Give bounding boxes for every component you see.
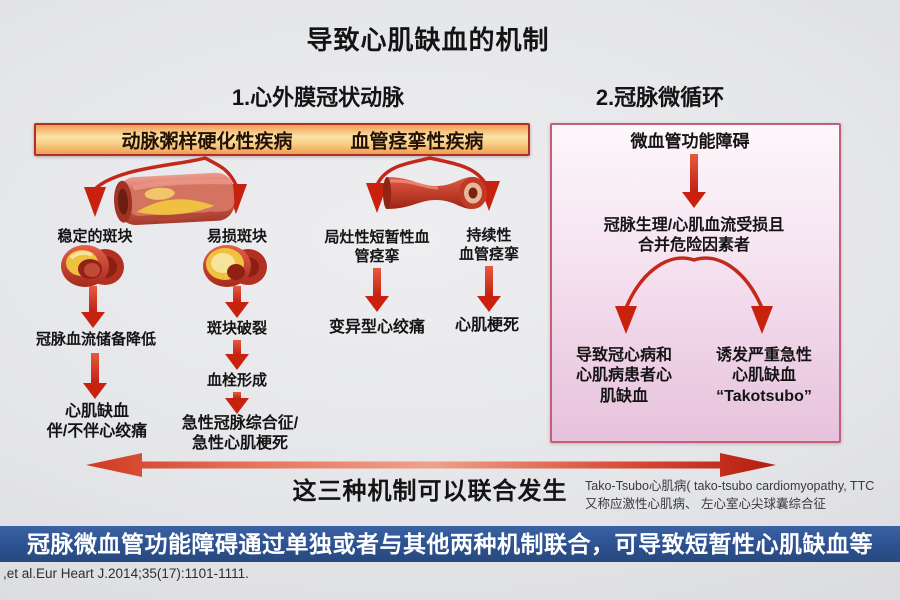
- down-arrow-icon: [364, 268, 390, 312]
- impaired-flow-label: 冠脉生理/心肌血流受损且 合并危险因素者: [603, 217, 785, 255]
- down-arrow-icon: [82, 353, 108, 399]
- down-arrow-icon: [80, 286, 106, 328]
- takotsubo-note: Tako-Tsubo心肌病( tako-tsubo cardiomyopathy…: [585, 479, 875, 512]
- persistent-spasm-label: 持续性 血管痉挛: [458, 227, 520, 264]
- acs-outcome-label: 急性冠脉综合征/ 急性心肌梗死: [181, 415, 299, 453]
- plaque-rupture-label: 斑块破裂: [206, 320, 268, 337]
- artery-spasm-icon: [383, 177, 487, 209]
- section-heading-microcirculation: 2.冠脉微循环: [595, 85, 725, 110]
- down-arrow-icon: [224, 340, 250, 370]
- takotsubo-outcome-label: 诱发严重急性 心肌缺血 “Takotsubo”: [715, 347, 813, 405]
- double-arrow-icon: [86, 453, 776, 477]
- microvascular-dysfunction-label: 微血管功能障碍: [630, 132, 750, 151]
- atherosclerosis-header: 动脉粥样硬化性疾病: [121, 131, 293, 152]
- disease-header-bar: 动脉粥样硬化性疾病 血管痉挛性疾病: [34, 123, 530, 156]
- thrombosis-label: 血栓形成: [206, 372, 268, 389]
- down-arrow-icon: [681, 154, 707, 208]
- focal-spasm-label: 局灶性短暂性血 管痉挛: [324, 229, 430, 266]
- section-heading-epicardial: 1.心外膜冠状动脉: [231, 85, 405, 110]
- down-arrow-icon: [224, 392, 250, 414]
- combined-mechanisms-label: 这三种机制可以联合发生: [292, 478, 568, 505]
- artery-atherosclerosis-icon: [114, 172, 235, 226]
- citation-text: ,et al.Eur Heart J.2014;35(17):1101-1111…: [3, 566, 249, 581]
- ischemia-outcome-label: 心肌缺血 伴/不伴心绞痛: [46, 403, 148, 441]
- stable-plaque-label: 稳定的斑块: [57, 228, 133, 245]
- down-arrow-icon: [476, 266, 502, 312]
- vulnerable-plaque-label: 易损斑块: [206, 228, 268, 245]
- branch-arrows-icon: [615, 256, 773, 334]
- flow-reserve-label: 冠脉血流储备降低: [35, 331, 157, 348]
- vasospasm-header: 血管痉挛性疾病: [350, 131, 484, 152]
- stable-plaque-icon: [61, 245, 124, 287]
- page-title: 导致心肌缺血的机制: [306, 25, 550, 55]
- chd-outcome-label: 导致冠心病和 心肌病患者心 肌缺血: [575, 347, 673, 405]
- variant-angina-label: 变异型心绞痛: [328, 319, 426, 336]
- vulnerable-plaque-icon: [203, 245, 267, 287]
- mi-label: 心肌梗死: [454, 317, 520, 334]
- down-arrow-icon: [224, 286, 250, 318]
- conclusion-banner: 冠脉微血管功能障碍通过单独或者与其他两种机制联合，可导致短暂性心肌缺血等: [0, 526, 900, 562]
